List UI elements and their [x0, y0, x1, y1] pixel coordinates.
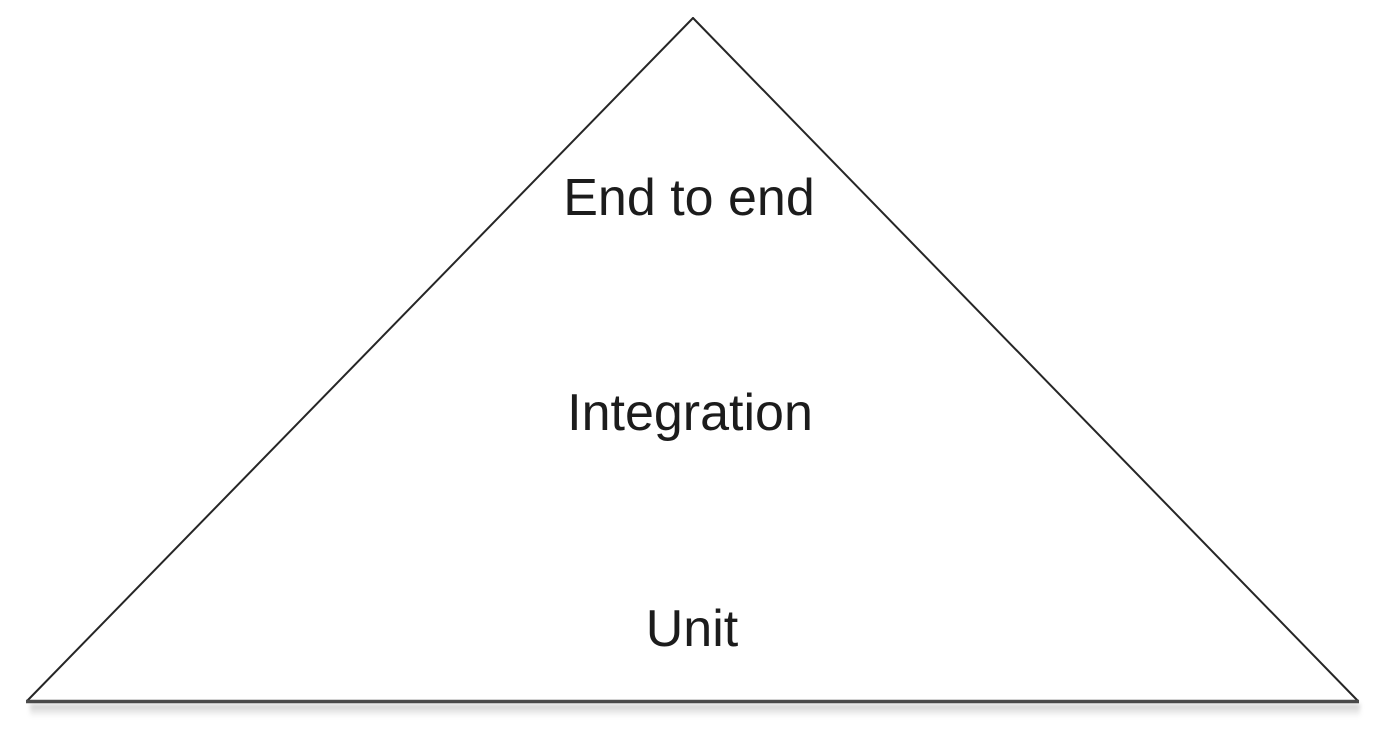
level-label-integration: Integration [567, 384, 813, 442]
level-label-end-to-end: End to end [563, 169, 815, 227]
triangle-left-edge [26, 17, 694, 702]
triangle-right-edge [692, 17, 1359, 702]
level-label-unit: Unit [645, 600, 739, 658]
